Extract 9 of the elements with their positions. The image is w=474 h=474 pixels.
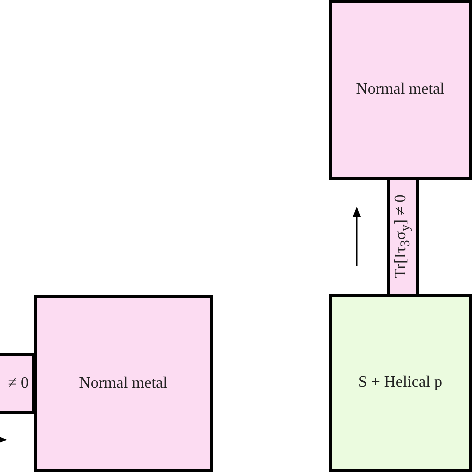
region-box [329,294,472,472]
region-label: S + Helical p [358,374,443,392]
region-label: Normal metal [79,374,168,392]
region-box [0,353,35,414]
junction-box [387,177,419,297]
region-box [34,295,213,472]
region-label: Normal metal [356,81,445,99]
region-label: ≠ 0 [8,374,29,392]
region-box [329,0,472,180]
